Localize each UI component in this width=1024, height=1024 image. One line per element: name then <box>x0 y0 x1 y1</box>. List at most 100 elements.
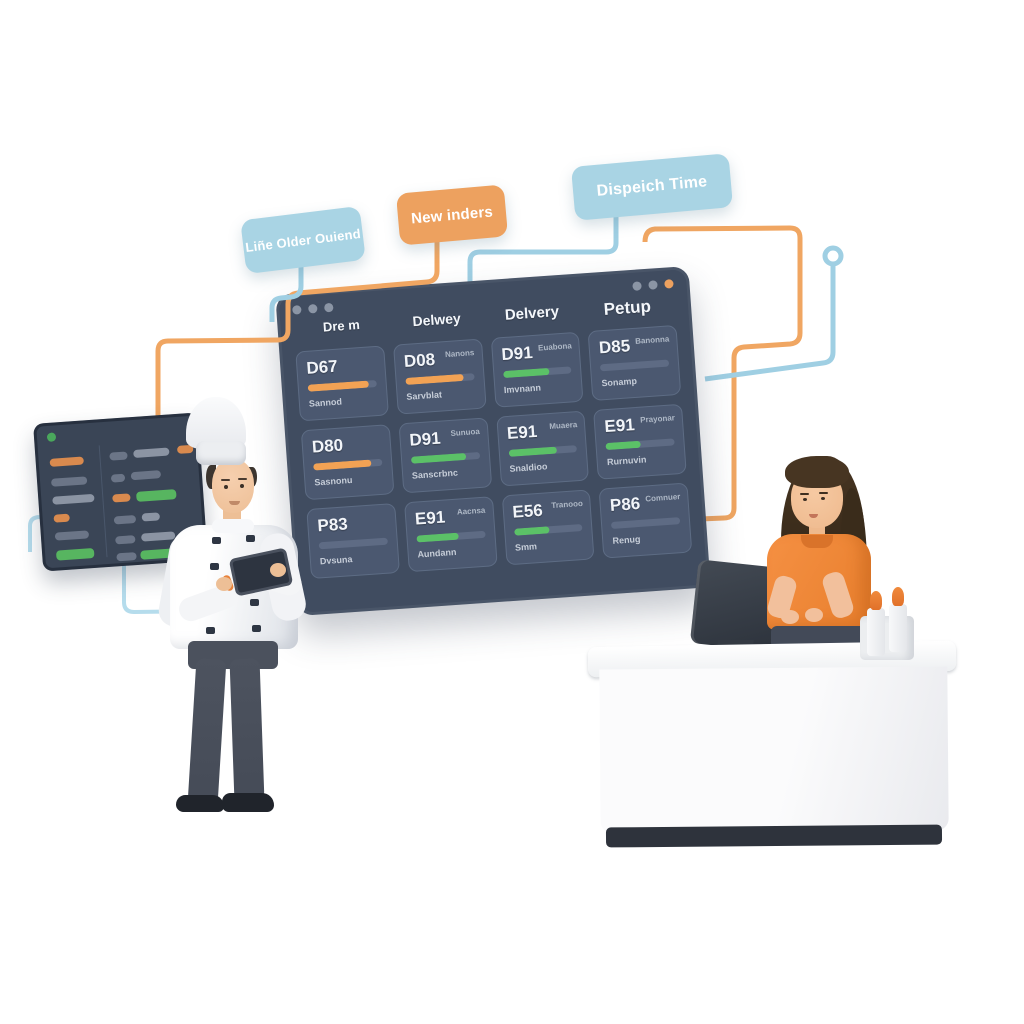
chef-shoe <box>176 795 224 812</box>
chef-eye <box>224 485 228 489</box>
chef-hat-brim <box>196 441 246 465</box>
order-progress-fill <box>513 526 550 536</box>
callout-dispatch-time: Dispeich Time <box>570 153 734 221</box>
bottle <box>867 608 885 656</box>
counter-body <box>599 666 949 834</box>
bottle <box>889 604 907 652</box>
jacket-button <box>252 625 261 632</box>
row-cell <box>130 470 162 481</box>
window-dot[interactable] <box>292 305 302 315</box>
chef-eyebrow <box>221 479 230 481</box>
order-card[interactable]: E91 Aacnsa Aundann <box>403 496 498 573</box>
order-progress-fill <box>605 440 641 451</box>
order-status: Sanscrbnc <box>411 467 459 481</box>
window-dots-left <box>292 302 334 315</box>
list-item <box>49 456 84 467</box>
list-item <box>53 513 70 523</box>
order-status: Sarvblat <box>406 389 443 402</box>
jacket-button <box>206 627 215 634</box>
order-progress-track <box>416 530 486 543</box>
list-item <box>50 476 88 487</box>
order-progress-fill <box>410 452 467 464</box>
line-node-to-board <box>704 265 836 382</box>
order-status: Renug <box>612 533 641 546</box>
chef-eye <box>240 484 244 488</box>
order-card[interactable]: E56 Tranooo Smm <box>501 489 595 566</box>
callout-new-orders: New inders <box>395 184 509 246</box>
cashier-hair-fringe <box>785 456 849 488</box>
order-status: Snaldioo <box>509 461 548 474</box>
window-dot[interactable] <box>648 280 658 290</box>
callout-label: Dispeich Time <box>596 173 708 200</box>
order-progress-track <box>410 451 480 464</box>
order-card[interactable]: E91 Prayonar Rurnuvin <box>593 403 687 480</box>
row-cell <box>116 552 137 562</box>
order-progress-track <box>600 359 670 372</box>
order-progress-track <box>611 517 681 529</box>
order-progress-fill <box>307 380 369 392</box>
jacket-button <box>210 563 219 570</box>
jacket-button <box>250 599 259 606</box>
row-cell <box>141 512 161 522</box>
order-progress-track <box>513 523 583 536</box>
callout-label: New inders <box>410 202 494 228</box>
window-dot[interactable] <box>323 302 334 313</box>
cashier-hand <box>781 610 799 624</box>
row-cell <box>113 514 137 525</box>
row-cell <box>112 493 131 503</box>
order-card[interactable]: D08 Nanons Sarvblat <box>392 338 487 415</box>
list-item <box>54 530 90 541</box>
chef-leg <box>187 658 227 806</box>
order-progress-fill <box>416 532 460 543</box>
row-cell <box>115 535 136 545</box>
order-progress-track <box>502 366 572 379</box>
order-progress-fill <box>502 367 550 379</box>
order-status: Smm <box>514 541 538 553</box>
chef-hand <box>216 577 232 591</box>
callout-label: Liñe Older Ouiend <box>244 225 362 255</box>
counter-base <box>605 824 943 848</box>
order-card[interactable]: D91 Sunuoa Sanscrbnc <box>398 417 492 494</box>
screen-divider <box>98 445 108 558</box>
order-progress-fill <box>405 373 464 385</box>
chef-mouth <box>229 501 240 505</box>
cashier-hand <box>805 608 823 622</box>
order-grid: D67 Sannod D08 Nanons Sarvblat D91 Euabo… <box>279 314 710 594</box>
window-dot-accent[interactable] <box>664 279 674 289</box>
order-status: Sonamp <box>601 375 638 389</box>
order-status: Dvsuna <box>319 554 353 567</box>
list-item <box>52 493 95 505</box>
window-dot[interactable] <box>308 303 318 314</box>
order-card[interactable]: P86 Comnuer Renug <box>598 482 693 559</box>
order-status: Rurnuvin <box>606 454 647 468</box>
condiment-bottles <box>860 572 930 664</box>
chef-hair <box>206 465 216 489</box>
cashier-eyebrow <box>819 492 828 494</box>
jacket-button <box>212 537 221 544</box>
order-card[interactable]: E91 Muaera Snaldioo <box>495 410 590 487</box>
row-cell <box>109 451 128 461</box>
order-progress-track <box>605 438 675 451</box>
cashier-collar <box>801 535 833 548</box>
order-status: Aundann <box>417 546 457 560</box>
order-card[interactable]: D85 Banonna Sonamp <box>587 324 682 401</box>
bottle-cap <box>870 591 882 610</box>
window-dots-right <box>632 279 674 291</box>
chef-hand <box>270 563 286 577</box>
chef-collar <box>212 519 254 533</box>
order-card[interactable]: D91 Euabona Imvnann <box>490 331 584 408</box>
window-dot[interactable] <box>632 281 642 291</box>
chef-character <box>156 395 330 823</box>
line-terminal-node <box>822 245 844 267</box>
cashier-eye <box>821 497 825 500</box>
bottle-cap <box>892 587 904 606</box>
cashier-eye <box>803 498 807 501</box>
chef-eyebrow <box>238 478 247 480</box>
callout-line-order-queue: Liñe Older Ouiend <box>240 205 366 275</box>
order-progress-fill <box>508 446 557 457</box>
chef-shoe <box>222 793 274 812</box>
row-cell <box>110 473 126 483</box>
online-status-dot <box>46 432 57 442</box>
jacket-button <box>246 535 255 542</box>
